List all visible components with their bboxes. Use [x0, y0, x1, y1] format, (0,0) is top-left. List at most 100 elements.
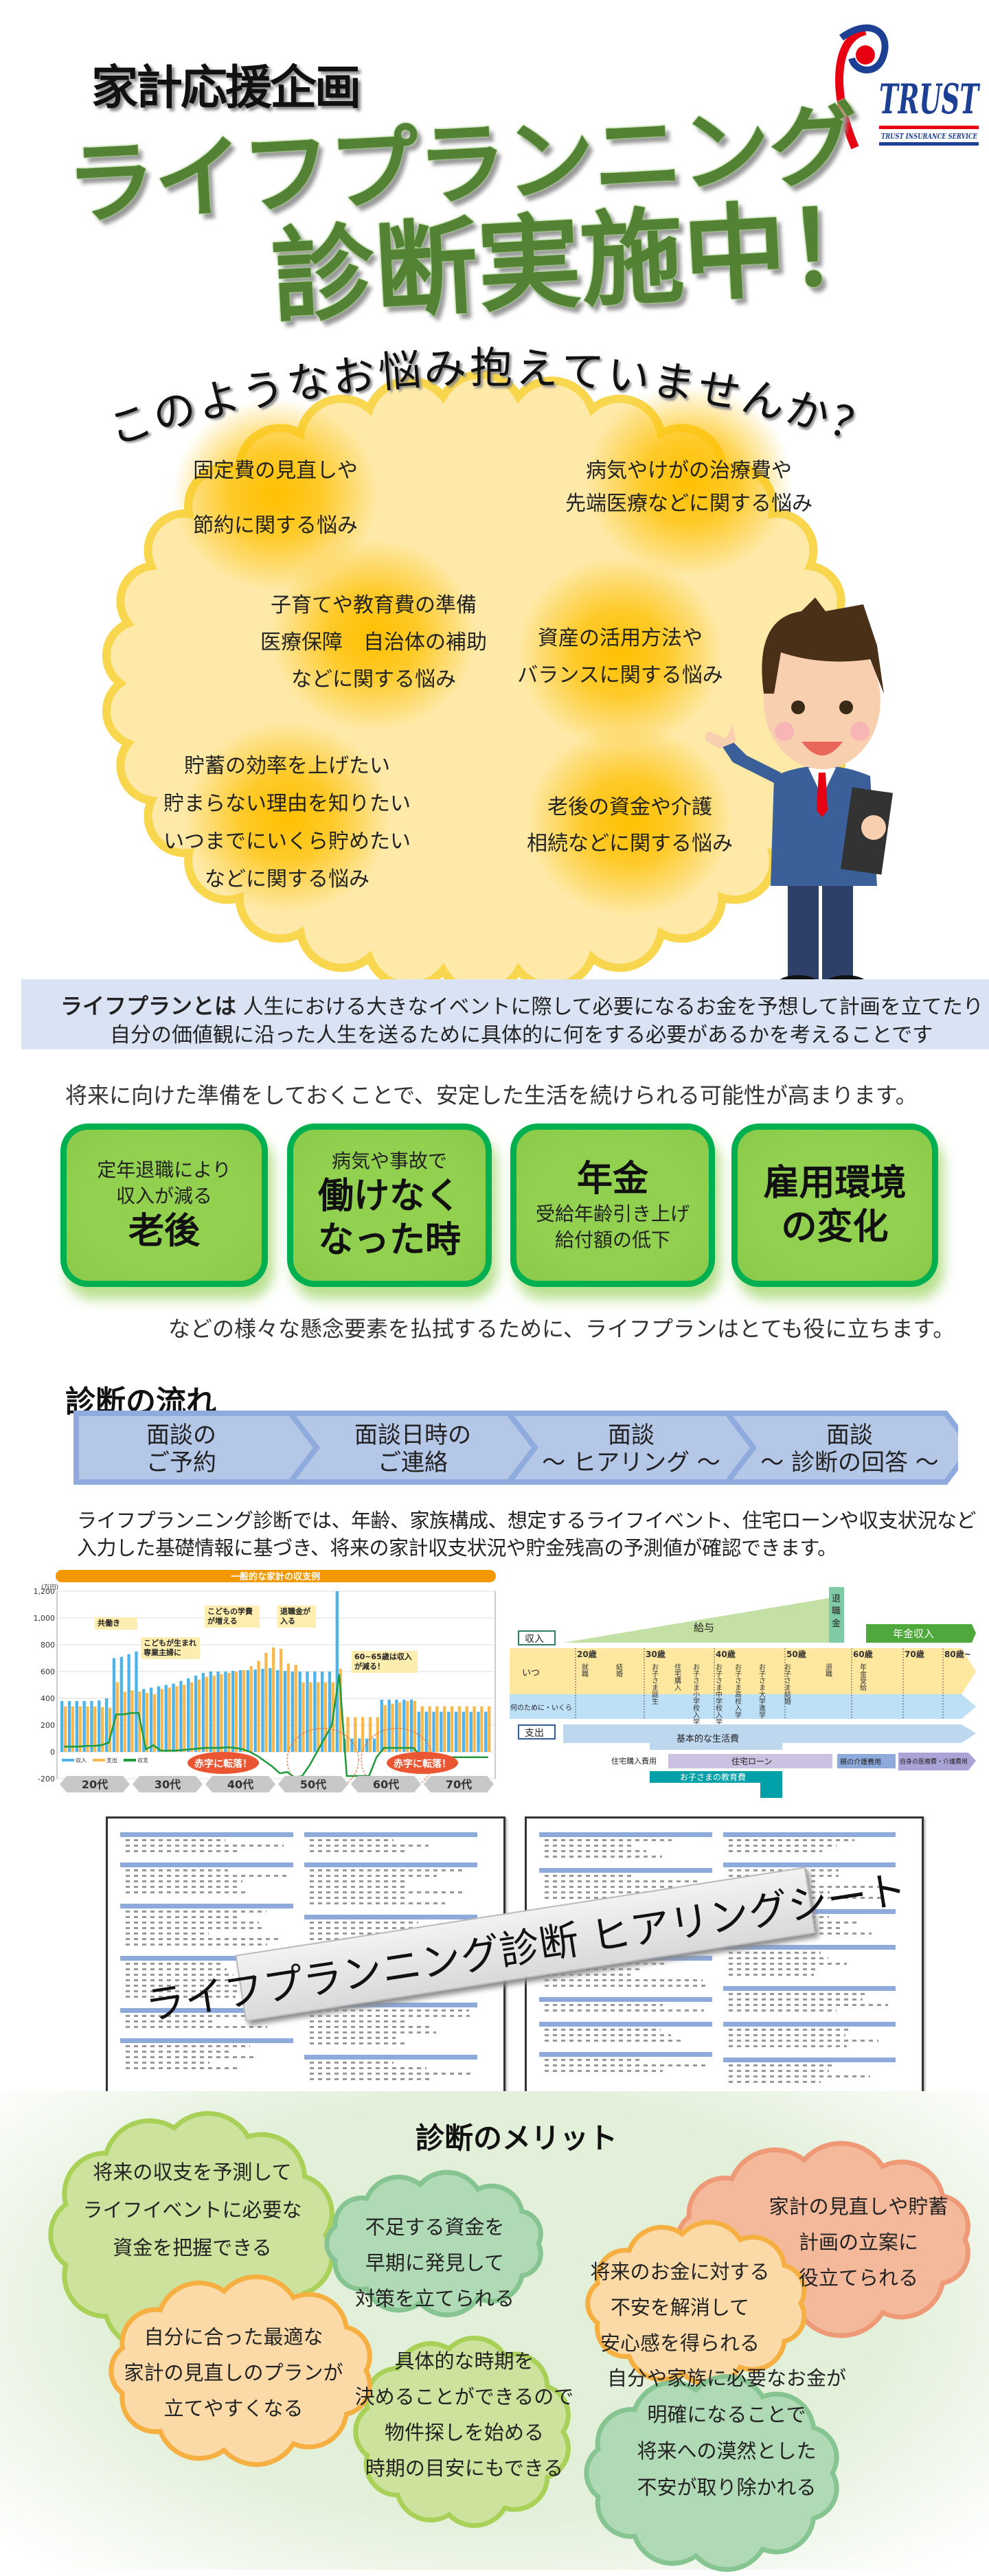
- income-bar: [432, 1711, 435, 1752]
- worry-item-line: 相続などに関する悩み: [527, 832, 733, 856]
- worry-item-line: 先端医療などに関する悩み: [565, 492, 812, 516]
- merit-text: 将来への漠然とした: [637, 2439, 817, 2463]
- expense-bar: [160, 1689, 163, 1752]
- own-care-bar: [898, 1753, 976, 1770]
- form-section-header: [723, 2022, 896, 2027]
- form-section-header: [120, 2038, 293, 2043]
- life-event-label: 結婚: [615, 1663, 623, 1678]
- income-bar: [313, 1672, 317, 1752]
- merit-cloud-shape: [324, 2169, 543, 2318]
- form-row: [728, 1839, 855, 1841]
- when-band: [510, 1648, 976, 1694]
- income-bar: [424, 1711, 428, 1752]
- concern-card: 定年退職により収入が減る老後: [60, 1124, 268, 1287]
- form-row: [728, 1998, 863, 2001]
- age-label: 60歳: [853, 1649, 873, 1659]
- timeline-label: お子さまの教育費: [680, 1772, 746, 1782]
- expense-bar: [242, 1670, 246, 1752]
- form-row: [126, 1875, 286, 1877]
- form-row: [126, 1911, 266, 1913]
- income-bar: [372, 1738, 376, 1752]
- income-bar: [395, 1699, 398, 1752]
- form-row: [310, 2031, 436, 2033]
- concern-card-text: 収入が減る: [115, 1185, 212, 1207]
- expense-bar: [101, 1707, 104, 1752]
- form-section-header: [539, 2022, 712, 2027]
- decade-arrow: [205, 1776, 275, 1792]
- income-bar: [149, 1687, 153, 1752]
- merit-text: 家計の見直しのプランが: [124, 2361, 343, 2384]
- income-bar: [120, 1656, 123, 1752]
- timeline-label: 基本的な生活費: [677, 1733, 739, 1744]
- income-bar: [201, 1672, 205, 1752]
- merit-text: 家計の見直しや貯蓄: [769, 2195, 948, 2218]
- form-row: [545, 1850, 646, 1852]
- form-section-header: [723, 2058, 896, 2062]
- form-row: [310, 1922, 419, 1924]
- form-row: [310, 1927, 455, 1929]
- form-row: [545, 1880, 698, 1882]
- worry-item-line: 子育てや教育費の準備: [271, 593, 477, 617]
- legend-label: 収入: [76, 1757, 87, 1764]
- age-label: 30歳: [646, 1649, 666, 1659]
- form-row: [728, 2070, 830, 2072]
- income-bar: [179, 1680, 183, 1752]
- worry-item-line: いつまでにいくら貯めたい: [163, 830, 411, 854]
- legend-swatch: [62, 1759, 74, 1762]
- form-row: [545, 1845, 636, 1847]
- lifeplan-definition-line2: 自分の価値観に沿った人生を送るために具体的に何をする必要があるかを考えることです: [110, 1023, 933, 1047]
- chart-unit: (万円): [41, 1584, 58, 1591]
- form-row: [545, 1856, 663, 1858]
- form-row: [126, 2051, 231, 2053]
- form-section-header: [723, 1862, 896, 1867]
- form-row: [310, 1902, 446, 1904]
- chart-annotation: 60~65歳は収入が減る！: [352, 1651, 418, 1673]
- form-row: [126, 2067, 239, 2069]
- worry-item-line: 老後の資金や介護: [547, 795, 712, 819]
- form-row: [310, 2062, 394, 2064]
- expense-bar: [420, 1706, 424, 1752]
- expense-bar: [145, 1693, 149, 1752]
- income-bar: [291, 1672, 294, 1752]
- form-row: [310, 1869, 466, 1871]
- expense-bar: [115, 1682, 119, 1752]
- merit-text: 明確になることで: [647, 2403, 806, 2426]
- form-row: [310, 1850, 406, 1852]
- highlight-blob: [184, 721, 390, 913]
- income-bar: [350, 1738, 354, 1752]
- income-bar: [104, 1698, 109, 1752]
- form-row: [310, 2020, 405, 2022]
- concern-card-text: 定年退職により: [97, 1159, 231, 1181]
- expense-bar: [323, 1682, 328, 1752]
- form-section-header: [304, 1862, 477, 1867]
- merit-text: 資金を把握できる: [113, 2236, 272, 2259]
- form-row: [728, 2029, 851, 2031]
- y-tick-label: 200: [41, 1721, 55, 1730]
- salary-wedge: [563, 1598, 829, 1643]
- income-bar: [253, 1669, 257, 1752]
- expense-bar: [339, 1669, 342, 1752]
- income-bar: [261, 1669, 264, 1752]
- merit-text: 対策を立てられる: [354, 2287, 515, 2310]
- form-section-header: [120, 2008, 293, 2013]
- worry-item-line: 資産の活用方法や: [538, 626, 703, 650]
- form-row: [126, 1963, 221, 1965]
- form-row: [126, 1839, 225, 1841]
- chart-title-bar: [56, 1570, 496, 1582]
- merit-cloud: [324, 2169, 543, 2318]
- income-bar: [454, 1711, 458, 1752]
- life-event-label: 住宅購入: [673, 1663, 681, 1691]
- expense-bar: [413, 1700, 417, 1752]
- income-bar: [380, 1699, 383, 1752]
- consultant-illustration-icon: [705, 597, 894, 989]
- form-row: [545, 2070, 663, 2072]
- income-bar: [67, 1700, 71, 1752]
- income-bar: [328, 1672, 332, 1752]
- form-row: [545, 2034, 672, 2036]
- expense-bar: [294, 1665, 297, 1752]
- form-row: [126, 1974, 234, 1976]
- timeline-label: 住宅購入費用: [611, 1756, 657, 1766]
- form-row: [310, 2026, 433, 2028]
- company-logo[interactable]: TRUST TRUST INSURANCE SERVICE: [828, 10, 982, 165]
- life-event-label: 年金受給: [859, 1663, 867, 1691]
